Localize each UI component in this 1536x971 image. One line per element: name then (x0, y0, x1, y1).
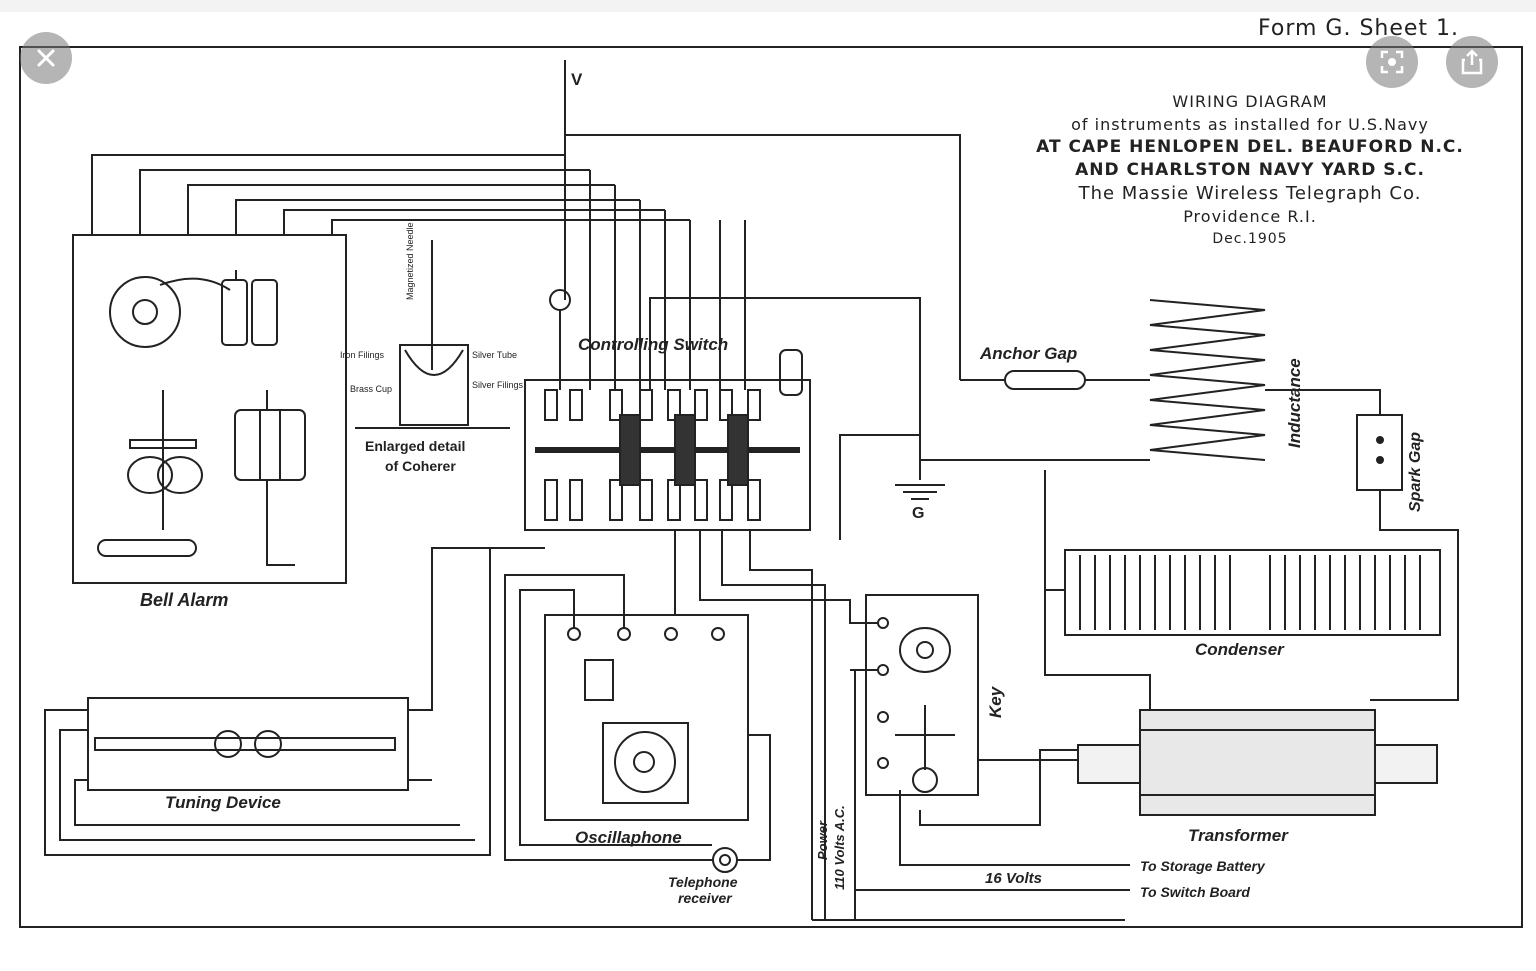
telephone-receiver-icon (712, 847, 738, 873)
transformer-body (1139, 709, 1376, 816)
coherer-detail-label-2: of Coherer (385, 458, 456, 474)
spark-gap-label: Spark Gap (1407, 431, 1424, 512)
power-label-1: Power (815, 820, 830, 860)
title-block: WIRING DIAGRAM of instruments as install… (1000, 90, 1500, 251)
bell-icon (109, 276, 181, 348)
sixteen-volts-label: 16 Volts (985, 870, 1042, 887)
anchor-gap-icon (1004, 370, 1086, 390)
sheet-border (19, 46, 1523, 928)
oscillaphone-box (544, 614, 749, 821)
title-line-3: AT CAPE HENLOPEN DEL. BEAUFORD N.C. (1036, 137, 1464, 157)
spark-gap-icon (1356, 414, 1403, 491)
dial-icon (602, 722, 689, 804)
condenser-box (1064, 549, 1441, 636)
coherer-silver-filings-label: Silver Filings (472, 380, 524, 390)
coherer-detail-label-1: Enlarged detail (365, 438, 466, 454)
oscillaphone-label: Oscillaphone (575, 828, 682, 847)
power-label-2: 110 Volts A.C. (832, 805, 847, 890)
title-line-4: AND CHARLSTON NAVY YARD S.C. (1075, 160, 1425, 180)
ground-label: G (912, 505, 925, 522)
coherer-cup (399, 344, 469, 426)
tapper-icon (127, 456, 173, 494)
bus-line-6 (331, 219, 690, 235)
telephone-label-1: Telephone (668, 874, 738, 890)
title-line-7: Dec.1905 (1212, 231, 1288, 247)
tuning-device-label: Tuning Device (165, 793, 281, 812)
antenna-label: V (571, 70, 583, 89)
to-switch-board-label: To Switch Board (1140, 884, 1250, 900)
share-button[interactable] (1446, 36, 1498, 88)
coherer-brass-label: Brass Cup (350, 384, 393, 394)
key-box (865, 594, 979, 796)
key-label: Key (986, 686, 1005, 718)
anchor-gap-label: Anchor Gap (980, 344, 1078, 363)
title-line-6: Providence R.I. (1183, 207, 1317, 226)
coherer-silver-tube-label: Silver Tube (472, 350, 518, 360)
controlling-switch-box (524, 379, 811, 531)
share-icon (1461, 49, 1483, 75)
coherer-magnetized-label: Magnetized Needle (405, 222, 415, 300)
bus-line-5 (283, 209, 665, 235)
title-line-5: The Massie Wireless Telegraph Co. (1078, 183, 1422, 204)
bus-line-3 (187, 184, 615, 235)
bus-line-2 (139, 169, 590, 235)
close-button[interactable] (20, 32, 72, 84)
form-label: Form G. Sheet 1. (1258, 16, 1460, 41)
title-line-1: WIRING DIAGRAM (1172, 92, 1328, 111)
bell-alarm-box (72, 234, 347, 584)
telephone-label-2: receiver (678, 890, 732, 906)
transformer-label: Transformer (1188, 826, 1288, 845)
relay-coil-icon (234, 409, 306, 481)
bus-line-1 (91, 154, 565, 235)
close-icon (37, 49, 55, 67)
inductance-label: Inductance (1285, 358, 1304, 448)
to-storage-battery-label: To Storage Battery (1140, 858, 1265, 874)
bus-line-4 (235, 199, 640, 235)
bell-alarm-label: Bell Alarm (140, 590, 229, 610)
coherer-iron-label: Iron Filings (340, 350, 385, 360)
battery-cell-icon (221, 279, 248, 346)
controlling-switch-label: Controlling Switch (578, 335, 729, 354)
condenser-label: Condenser (1195, 640, 1284, 659)
lens-search-button[interactable] (1366, 36, 1418, 88)
title-line-2: of instruments as installed for U.S.Navy (1071, 115, 1429, 134)
lens-search-icon (1380, 50, 1404, 74)
viewer-top-bar (0, 0, 1536, 12)
tuning-device-box (87, 697, 409, 791)
inductance-coil (1149, 299, 1266, 461)
